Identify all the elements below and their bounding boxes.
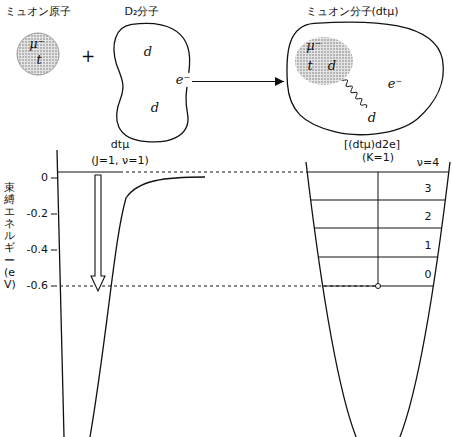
particle-symbol: μ⁻ bbox=[306, 39, 321, 53]
axis-title: 束縛エネルギー(eV) bbox=[4, 182, 15, 291]
particle-symbol: t bbox=[36, 53, 41, 67]
muon-molecule: μ⁻tdミュオン分子(dtμ)e⁻d bbox=[284, 22, 446, 138]
node-heading: D₂分子 bbox=[125, 6, 160, 18]
dt-mu-core: μ⁻ t d bbox=[294, 36, 354, 86]
parabola-branch bbox=[306, 162, 356, 437]
particle-symbol: e⁻ bbox=[387, 77, 404, 91]
axis-ticks bbox=[51, 178, 57, 286]
reaction-arrow bbox=[192, 81, 284, 82]
tick bbox=[51, 250, 57, 251]
electron-cloud-outer bbox=[288, 24, 441, 133]
plus-sign: + bbox=[81, 47, 95, 66]
particle-symbol: d bbox=[151, 101, 159, 115]
tick bbox=[51, 286, 57, 287]
potential-curve bbox=[90, 177, 205, 437]
node-heading: ミュオン分子(dtμ) bbox=[306, 6, 399, 18]
level-number: ν=4 bbox=[417, 157, 439, 169]
transition-arrow bbox=[91, 175, 105, 291]
wavy-bond bbox=[341, 77, 366, 108]
tick-label: -0.6 bbox=[27, 280, 48, 292]
state-name: dtμ bbox=[111, 139, 129, 151]
node-heading: ミュオン原子 bbox=[5, 6, 71, 18]
dashed-level bbox=[120, 172, 307, 173]
state-dot bbox=[376, 284, 381, 289]
particle-symbol: e⁻ bbox=[175, 73, 192, 87]
tick-label: -0.2 bbox=[27, 208, 48, 220]
outline bbox=[294, 36, 354, 86]
tick bbox=[51, 214, 57, 215]
parabola-branch bbox=[400, 162, 450, 437]
resonance-line bbox=[378, 172, 379, 284]
level-number: 2 bbox=[425, 211, 432, 223]
particle-symbol: d bbox=[368, 111, 376, 125]
level-number: 3 bbox=[425, 183, 432, 195]
tick-label: -0.4 bbox=[27, 244, 48, 256]
d2-molecule: D₂分子dde⁻ bbox=[112, 24, 192, 142]
electron-cloud-inner bbox=[288, 24, 441, 133]
particle-symbol: d bbox=[144, 45, 152, 59]
core-cloud bbox=[295, 37, 353, 85]
tick bbox=[51, 178, 57, 179]
particle-symbol: μ⁻ bbox=[29, 37, 44, 51]
muon-atom: ミュオン原子μ⁻t bbox=[16, 32, 60, 76]
level-number: 0 bbox=[425, 269, 432, 281]
particle-symbol: t bbox=[307, 59, 312, 73]
quantum-numbers: (K=1) bbox=[362, 152, 394, 164]
tick-label: 0 bbox=[41, 172, 48, 184]
complex-name: [(dtμ)d2e] bbox=[344, 139, 400, 151]
quantum-numbers: (J=1, ν=1) bbox=[91, 155, 148, 167]
energy-level bbox=[58, 171, 120, 172]
vibrational-levels bbox=[307, 172, 449, 286]
potential-wall bbox=[57, 150, 64, 437]
muon-atom-cloud bbox=[17, 33, 59, 75]
level-number: 1 bbox=[425, 240, 432, 252]
particle-symbol: d bbox=[328, 59, 336, 73]
